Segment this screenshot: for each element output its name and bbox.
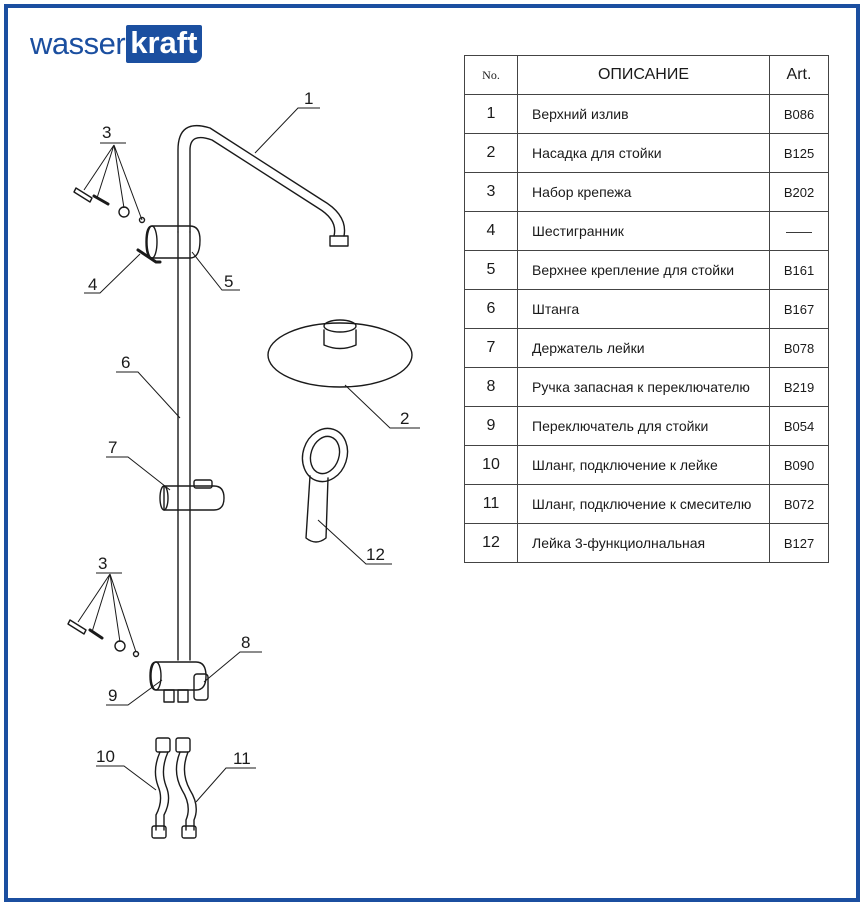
hand-shower-handle <box>305 475 329 543</box>
hose-11 <box>175 751 189 831</box>
row-description: Шланг, подключение к лейке <box>517 445 770 485</box>
hex-key <box>136 248 162 264</box>
rain-shower-nut <box>323 319 357 333</box>
row-art: B086 <box>769 94 829 134</box>
diverter-cap <box>150 661 162 691</box>
shower-holder <box>163 485 225 511</box>
hose-10-end <box>151 825 167 839</box>
brand-name-part1: wasser <box>30 26 126 61</box>
hose-11-b <box>183 751 197 831</box>
upper-spout <box>177 124 346 237</box>
row-description: Шланг, подключение к смесителю <box>517 484 770 524</box>
top-bracket-cap <box>146 225 158 259</box>
callout-7: 7 <box>108 438 117 457</box>
row-art: B072 <box>769 484 829 524</box>
leader-3a <box>83 142 143 221</box>
row-no: 4 <box>464 211 518 251</box>
page-border <box>4 4 860 902</box>
row-no: 10 <box>464 445 518 485</box>
fixing-ring-top <box>118 206 130 218</box>
row-art: —— <box>769 211 829 251</box>
header-description: ОПИСАНИЕ <box>517 55 770 95</box>
callout-12: 12 <box>366 545 385 564</box>
fixing-screw-top-b <box>92 194 110 206</box>
leader-2 <box>344 384 420 429</box>
leader-1 <box>254 107 320 154</box>
row-no: 3 <box>464 172 518 212</box>
spout-nozzle <box>329 235 349 247</box>
leader-7 <box>106 456 171 491</box>
callout-8: 8 <box>241 633 250 652</box>
diverter-outlet-left <box>163 689 175 703</box>
hose-11-end <box>181 825 197 839</box>
brand-name-part2: kraft <box>126 25 203 63</box>
hose-10-b <box>162 751 170 831</box>
shower-holder-clip <box>193 479 213 489</box>
callout-4: 4 <box>88 275 97 294</box>
callout-6: 6 <box>121 353 130 372</box>
hose-10 <box>154 751 162 831</box>
row-art: B054 <box>769 406 829 446</box>
row-art: B127 <box>769 523 829 563</box>
fixing-screw-top-a <box>73 187 93 203</box>
rain-shower-connector <box>323 329 357 350</box>
row-description: Верхний излив <box>517 94 770 134</box>
row-art: B078 <box>769 328 829 368</box>
fixing-cap-bottom <box>132 650 140 658</box>
fixing-screw-bottom-a <box>67 619 87 635</box>
upper-spout-inner <box>189 136 336 237</box>
top-bracket <box>145 225 201 259</box>
row-description: Переключатель для стойки <box>517 406 770 446</box>
leader-3b <box>77 572 137 653</box>
leader-6 <box>116 371 181 419</box>
row-art: B125 <box>769 133 829 173</box>
shower-holder-cap <box>159 485 169 511</box>
callout-2: 2 <box>400 409 409 428</box>
diverter-outlet-right <box>177 689 189 703</box>
leader-5 <box>191 251 240 291</box>
diverter-knob <box>193 673 209 701</box>
hand-shower-head <box>301 427 349 483</box>
leader-11 <box>195 767 256 803</box>
callout-1: 1 <box>304 89 313 108</box>
leader-9 <box>106 679 163 706</box>
row-art: B219 <box>769 367 829 407</box>
leader-10 <box>96 765 157 791</box>
callout-9: 9 <box>108 686 117 705</box>
leader-12 <box>317 519 392 565</box>
fixing-ring-bottom <box>114 640 126 652</box>
row-description: Набор крепежа <box>517 172 770 212</box>
hose-10-nut <box>155 737 171 753</box>
row-art: B090 <box>769 445 829 485</box>
callout-3-lower: 3 <box>98 554 107 573</box>
hand-shower-face <box>309 435 341 475</box>
row-description: Лейка 3-функциолнальная <box>517 523 770 563</box>
callout-11: 11 <box>233 749 251 768</box>
header-art: Art. <box>769 55 829 95</box>
callout-5: 5 <box>224 272 233 291</box>
leader-4 <box>84 253 141 294</box>
rain-shower-head <box>267 322 413 388</box>
hose-11-nut <box>175 737 191 753</box>
row-art: B202 <box>769 172 829 212</box>
leader-8 <box>203 651 262 683</box>
row-description: Ручка запасная к переключателю <box>517 367 770 407</box>
callout-3-upper: 3 <box>102 123 111 142</box>
callout-10: 10 <box>96 747 115 766</box>
fixing-cap-top <box>138 216 146 224</box>
diverter-body <box>149 661 207 691</box>
